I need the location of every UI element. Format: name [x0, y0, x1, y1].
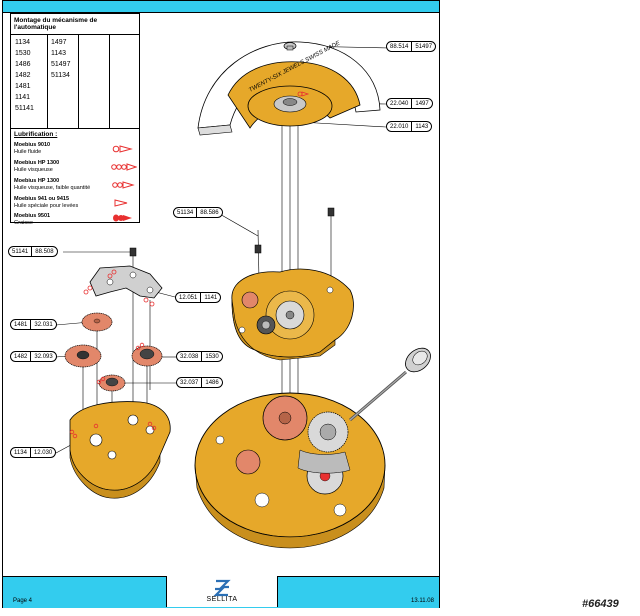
part-number: 1134 [15, 39, 31, 46]
reversing-wheel-1481 [81, 312, 113, 332]
oil-marks [96, 342, 145, 385]
lubricant-item: Moebius HP 1300 Huile visqueuse [14, 160, 60, 173]
part-number: 1486 [15, 61, 31, 68]
automatic-bridge [231, 268, 354, 361]
train-bridge [69, 401, 171, 499]
oil-drop-icon [112, 181, 135, 189]
part-number: 1481 [15, 83, 31, 90]
part-number: 51497 [51, 61, 71, 68]
intermediate-wheel-1530 [131, 345, 163, 367]
lubricant-item: Moebius HP 1300 Huile visqueuse, faible … [14, 178, 91, 191]
winding-stem [349, 370, 407, 422]
page-number: Page 4 [13, 598, 33, 604]
part-number: 1143 [51, 50, 67, 57]
lubricant-item: Moebius 941 ou 9415 Huile spéciale pour … [14, 196, 79, 209]
reversing-wheel-1482 [64, 344, 102, 368]
panel-title: Montage du mécanisme de l'automatique [14, 17, 98, 31]
part-number: 1497 [51, 39, 67, 46]
part-number: 1530 [15, 50, 31, 57]
header-band [3, 1, 439, 13]
rotor-screw [283, 42, 297, 51]
grease-icon [113, 214, 132, 222]
part-number: 51134 [51, 72, 70, 79]
sellita-logo-icon [213, 579, 231, 597]
lubricant-item: Moebius 9501 Graisse [14, 213, 51, 226]
oil-drop-icon [111, 163, 137, 171]
lubrication-title: Lubrification : [14, 131, 58, 138]
pinion-1486 [98, 374, 126, 392]
part-number: 1482 [15, 72, 31, 79]
grid-col-3 [78, 34, 110, 128]
grid-col-2 [47, 34, 79, 128]
document-date: 13.11.08 [411, 598, 434, 604]
grid-bottom-rule [11, 128, 139, 129]
part-number: 1141 [15, 94, 31, 101]
oil-drop-icon [112, 145, 133, 153]
main-movement [194, 392, 386, 549]
info-panel: Montage du mécanisme de l'automatique 11… [10, 13, 140, 226]
crown [405, 347, 431, 373]
watermark: #66439 [582, 598, 619, 610]
panel-divider [11, 34, 139, 35]
brand-name: SELLITA [206, 596, 238, 603]
oil-drop-icon [114, 199, 128, 207]
part-list-1: 1134 1530 1486 1482 1481 1141 51141 [15, 37, 34, 114]
oscillating-weight: TWENTY-SIX JEWELS SWISS MADE [197, 40, 381, 136]
grid-col-1 [11, 34, 48, 128]
screws [129, 207, 335, 257]
part-number-grid: 1134 1530 1486 1482 1481 1141 51141 1497… [11, 34, 139, 128]
reverser-bridge [83, 265, 163, 307]
lubricant-item: Moebius 9010 Huile fluide [14, 142, 51, 155]
brand-logo: SELLITA [166, 576, 278, 607]
part-number: 51141 [15, 105, 34, 112]
part-list-2: 1497 1143 51497 51134 [51, 37, 70, 81]
